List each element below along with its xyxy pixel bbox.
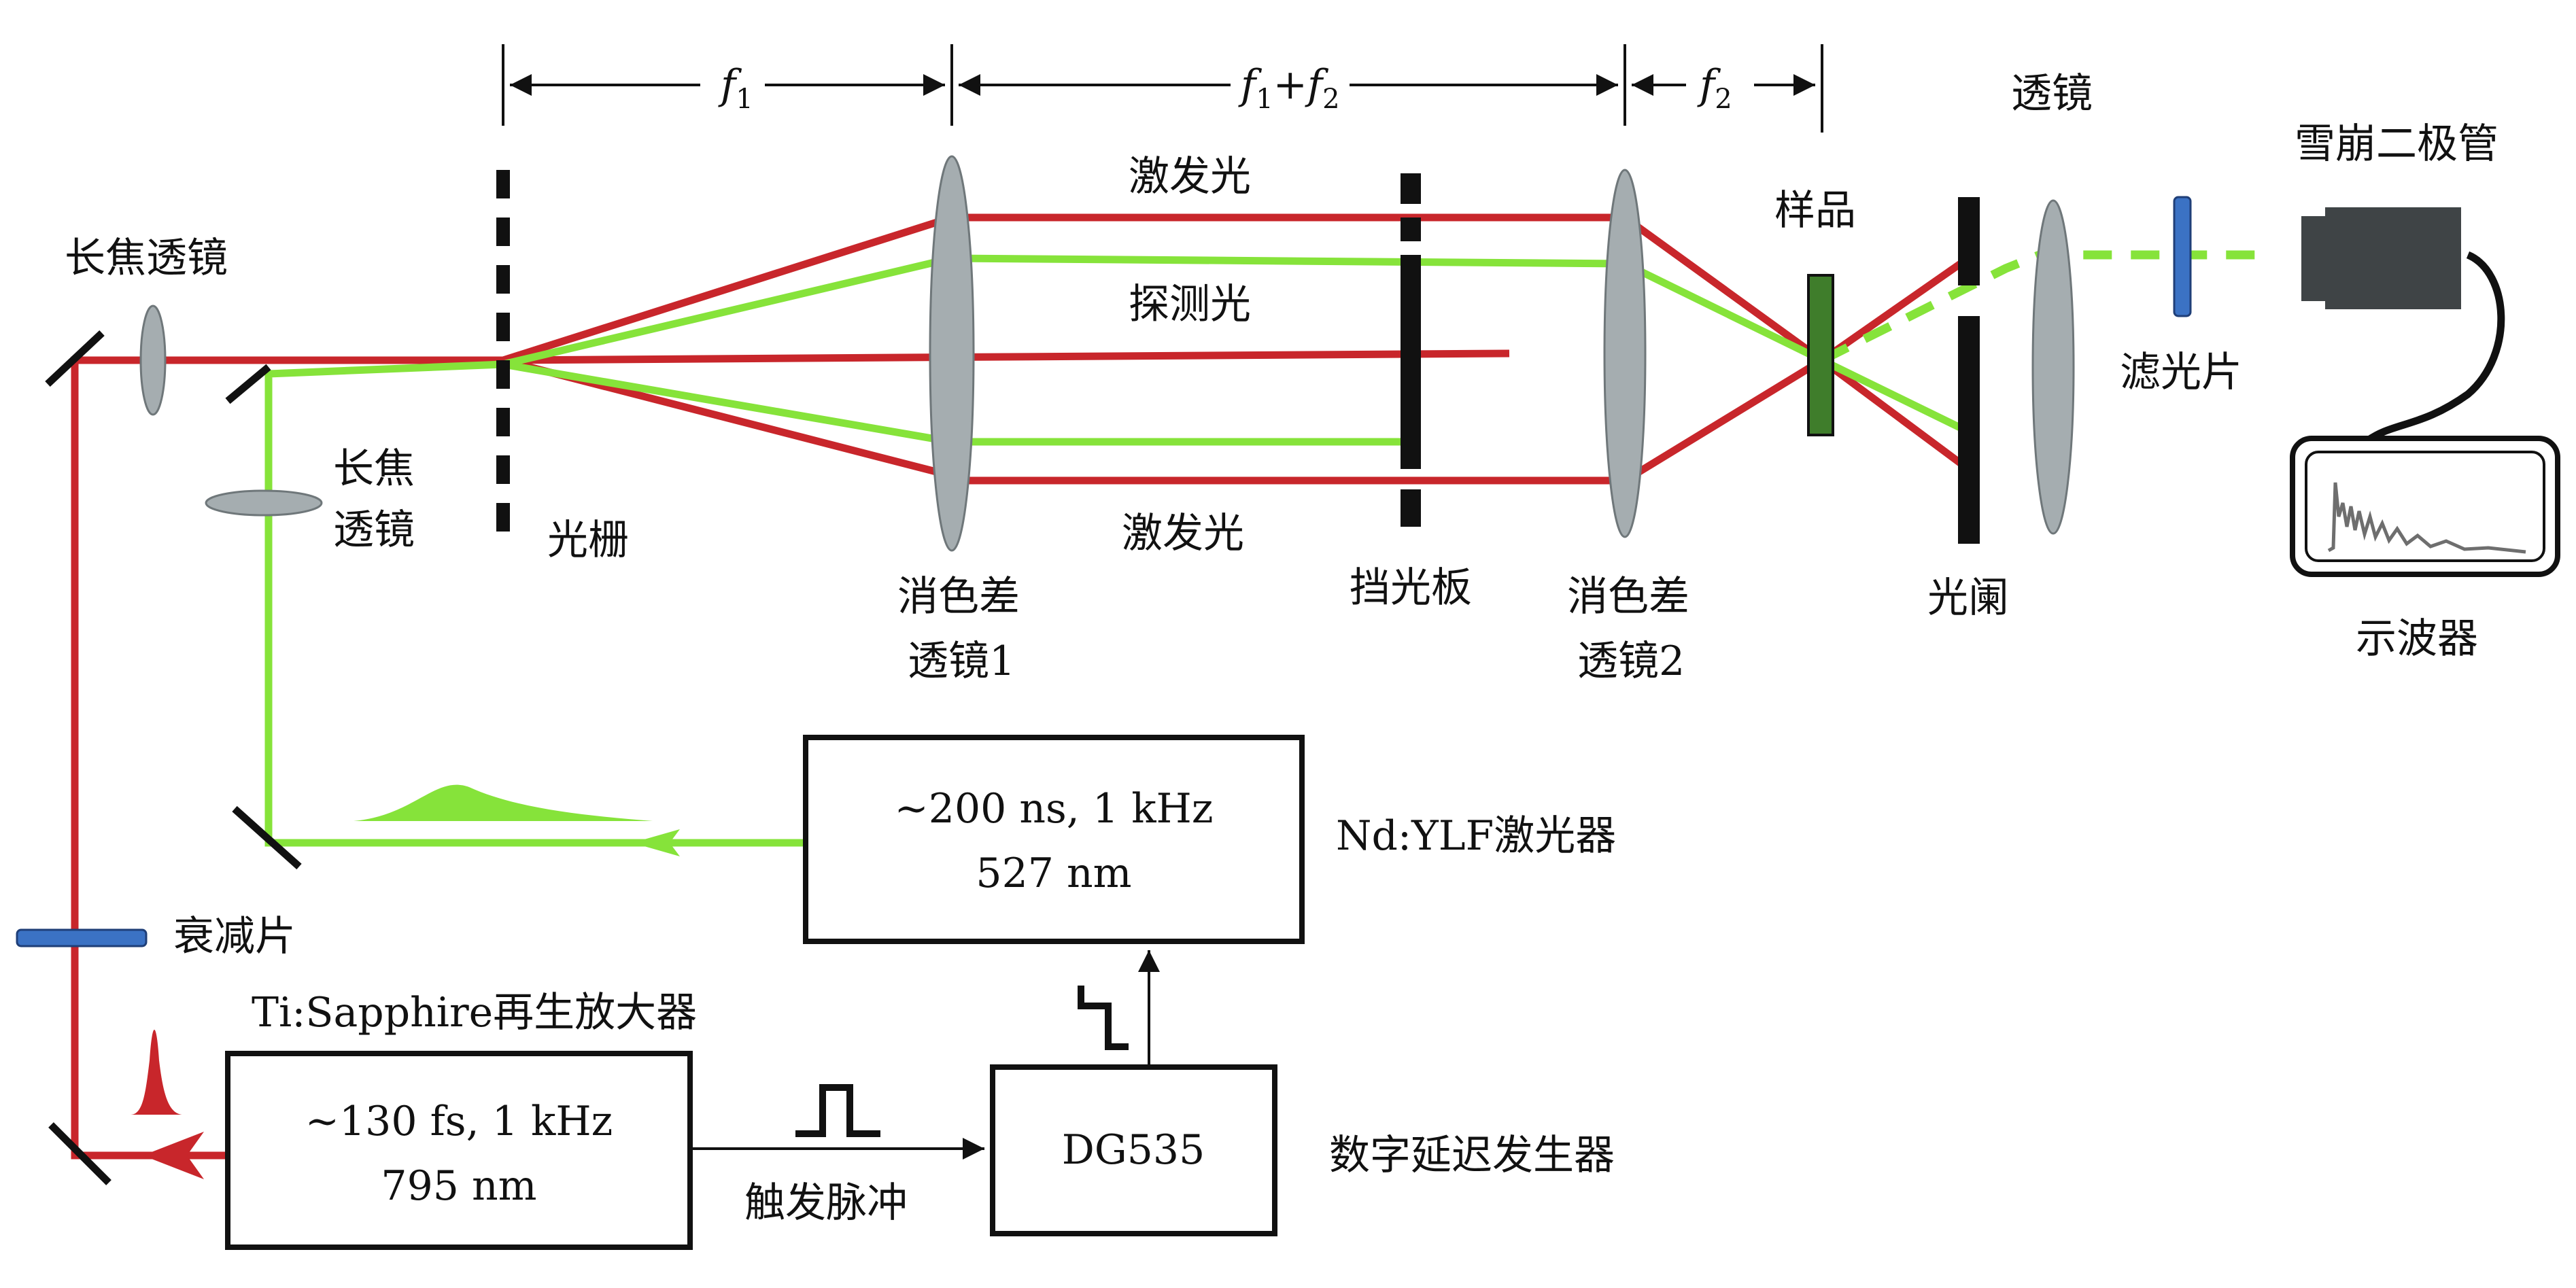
label-achromat1-2: 透镜1	[908, 638, 1015, 685]
mirror-probe-top	[225, 364, 271, 404]
lenses	[139, 155, 2075, 552]
trigger-pulse-symbol	[795, 1084, 880, 1137]
filter-right	[2173, 196, 2192, 317]
label-nd-ylf: Nd:YLF激光器	[1336, 812, 1616, 860]
label-trigger: 触发脉冲	[744, 1179, 908, 1227]
oscilloscope-trace	[2327, 482, 2526, 554]
label-grating: 光栅	[547, 517, 629, 564]
long-focus-lens-side	[205, 489, 323, 517]
probe-dashed-output	[1820, 250, 2264, 364]
label-lens-right: 透镜	[2011, 70, 2093, 118]
sample	[1807, 274, 1834, 436]
label-long-lens-top: 长焦透镜	[65, 234, 228, 282]
label-oscilloscope: 示波器	[2356, 615, 2478, 663]
label-filter: 滤光片	[2120, 349, 2242, 396]
mirror-bottom-left	[48, 1122, 111, 1185]
dimension-markers	[502, 44, 1823, 133]
pump-return-arrowhead	[143, 1132, 204, 1179]
apd-detector	[2301, 207, 2505, 445]
label-sample: 样品	[1774, 187, 1856, 234]
labels: 长焦透镜 长焦 透镜 光栅 激发光 探测光 激发光 消色差 透镜1 挡光板 消色…	[65, 70, 2498, 1227]
achromatic-lens-1	[929, 155, 975, 552]
nd-ylf-laser-box: ~200 ns, 1 kHz 527 nm	[803, 735, 1305, 944]
label-delay-generator: 数字延迟发生器	[1329, 1132, 1615, 1179]
ti-spec-2: 795 nm	[381, 1162, 536, 1210]
achromatic-lens-2	[1603, 169, 1647, 538]
pump-pulse-shape	[131, 1030, 184, 1115]
nd-ylf-spec-1: ~200 ns, 1 kHz	[895, 785, 1214, 833]
oscilloscope	[2290, 436, 2560, 577]
label-long-lens-side-1: 长焦	[333, 445, 415, 493]
label-iris: 光阑	[1927, 574, 2009, 622]
mirror-probe-bottom	[232, 805, 302, 870]
probe-pulse-shape	[354, 784, 653, 821]
label-pump-top: 激发光	[1129, 153, 1251, 201]
mirror-top-left	[45, 330, 105, 387]
label-beam-block: 挡光板	[1350, 564, 1472, 612]
attenuator-filter	[16, 928, 148, 947]
dim-f1-plus-f2: f1+f2	[1238, 61, 1340, 115]
label-attenuator: 衰减片	[173, 913, 296, 960]
mirrors	[45, 330, 302, 1185]
label-achromat2-1: 消色差	[1567, 573, 1689, 621]
label-long-lens-side-2: 透镜	[333, 506, 415, 554]
dg535-label: DG535	[1062, 1126, 1205, 1174]
dim-f1: f1	[718, 61, 753, 115]
label-pump-bottom: 激发光	[1122, 510, 1244, 557]
label-probe: 探测光	[1129, 281, 1251, 328]
iris	[1958, 197, 1980, 544]
dim-f2: f2	[1697, 61, 1732, 115]
probe-beams	[264, 254, 1970, 847]
label-apd: 雪崩二极管	[2295, 120, 2498, 168]
ti-spec-1: ~130 fs, 1 kHz	[305, 1098, 613, 1145]
nd-ylf-spec-2: 527 nm	[976, 850, 1131, 897]
long-focus-lens-top	[139, 304, 167, 416]
label-achromat2-2: 透镜2	[1577, 638, 1685, 685]
focus-lens-right	[2031, 199, 2075, 535]
label-ti-sapphire: Ti:Sapphire再生放大器	[252, 989, 697, 1037]
probe-arrowhead	[632, 829, 680, 856]
label-achromat1-1: 消色差	[897, 573, 1020, 621]
ti-sapphire-box: ~130 fs, 1 kHz 795 nm	[225, 1051, 693, 1250]
gate-pulse-symbol	[1078, 986, 1129, 1050]
beam-block	[1401, 173, 1421, 527]
dg535-box: DG535	[990, 1064, 1277, 1236]
